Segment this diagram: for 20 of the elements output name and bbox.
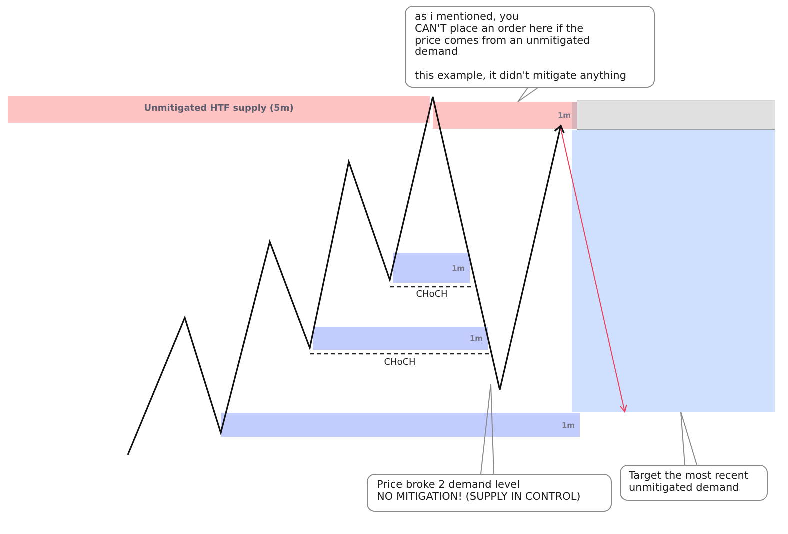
shaded-zone [577, 100, 775, 130]
arrow [560, 128, 628, 413]
demand-zone [572, 130, 775, 412]
callout-text: NO MITIGATION! (SUPPLY IN CONTROL) [377, 492, 581, 504]
callout-text: as i mentioned, you [415, 12, 520, 24]
callout-text: CAN'T place an order here if the price comes from an unmitigated demand [415, 24, 592, 60]
callout-bubble [620, 465, 768, 501]
choch-label: CHoCH [384, 357, 416, 369]
demand-zone [313, 327, 488, 350]
supply-zone [8, 96, 430, 123]
callout-bubble [367, 474, 612, 512]
callout-bubble [405, 6, 655, 88]
demand-zone [393, 253, 470, 283]
zone-label: Unmitigated HTF supply (5m) [144, 104, 294, 115]
supply-zone [433, 102, 577, 129]
callout-text: this example, it didn't mitigate anything [415, 70, 626, 83]
demand-zone [221, 413, 580, 437]
callout-text: Target the most recent unmitigated demand [629, 471, 750, 495]
choch-label: CHoCH [416, 289, 448, 301]
callout-text: Price broke 2 demand level [377, 480, 520, 492]
